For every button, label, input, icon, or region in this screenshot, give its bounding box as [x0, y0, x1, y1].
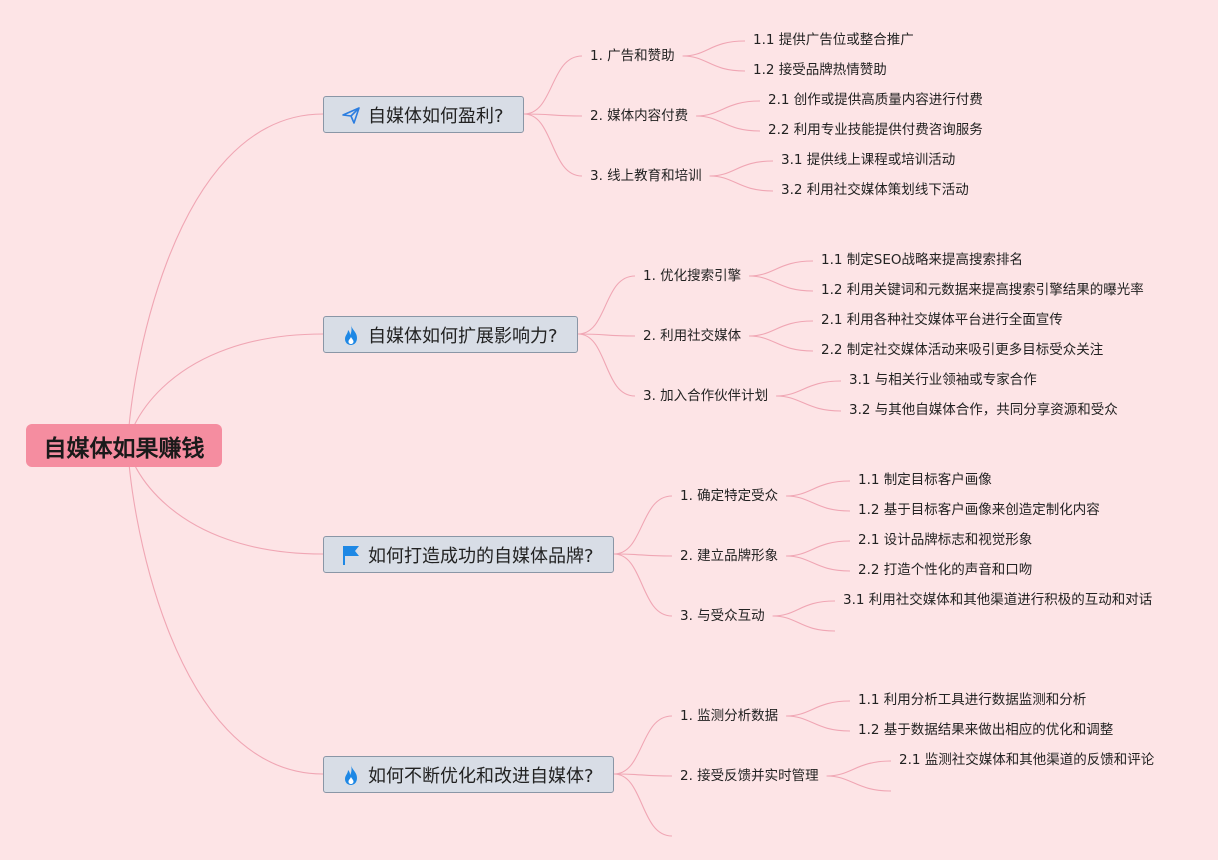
connector-line	[826, 760, 892, 777]
leaf-topic[interactable]: 3.2 利用社交媒体策划线下活动	[781, 182, 969, 198]
sub-topic[interactable]: 3. 加入合作伙伴计划	[643, 388, 769, 404]
leaf-topic[interactable]: 1.2 基于目标客户画像来创造定制化内容	[858, 502, 1100, 518]
connector-line	[786, 480, 851, 497]
connector-line	[613, 553, 673, 557]
connector-line	[577, 275, 636, 335]
leaf-topic[interactable]: 2.2 制定社交媒体活动来吸引更多目标受众关注	[821, 342, 1104, 358]
sub-topic[interactable]: 1. 确定特定受众	[680, 488, 779, 504]
connector-line	[749, 260, 814, 277]
sub-topic[interactable]: 1. 广告和赞助	[590, 48, 675, 64]
connector-line	[613, 715, 673, 775]
connector-line	[709, 160, 774, 177]
root-label: 自媒体如果赚钱	[43, 435, 205, 462]
connector-line	[776, 380, 842, 397]
connector-line	[786, 555, 851, 572]
leaf-topic[interactable]: 2.1 设计品牌标志和视觉形象	[858, 532, 1033, 548]
connector-line	[749, 320, 814, 337]
connector-line	[682, 55, 746, 72]
connector-line	[613, 773, 673, 837]
connector-line	[127, 113, 324, 446]
root-node[interactable]: 自媒体如果赚钱	[26, 424, 222, 467]
connector-line	[786, 540, 851, 557]
branch-node[interactable]: 如何打造成功的自媒体品牌?	[323, 536, 614, 573]
connector-line	[523, 55, 583, 115]
connector-line	[523, 113, 583, 177]
leaf-topic[interactable]: 1.2 接受品牌热情赞助	[753, 62, 887, 78]
flag-icon	[340, 544, 362, 566]
leaf-topic[interactable]: 2.1 监测社交媒体和其他渠道的反馈和评论	[899, 752, 1155, 768]
connector-line	[772, 615, 836, 632]
connector-line	[613, 495, 673, 555]
leaf-topic[interactable]: 3.1 与相关行业领袖或专家合作	[849, 372, 1037, 388]
branch-node[interactable]: 自媒体如何盈利?	[323, 96, 524, 133]
sub-topic[interactable]: 3. 线上教育和培训	[590, 168, 702, 184]
leaf-topic[interactable]: 1.1 制定目标客户画像	[858, 472, 992, 488]
sub-topic[interactable]: 2. 媒体内容付费	[590, 108, 689, 124]
sub-topic[interactable]: 1. 监测分析数据	[680, 708, 779, 724]
branch-label: 自媒体如何扩展影响力?	[368, 325, 558, 347]
leaf-topic[interactable]: 3.1 提供线上课程或培训活动	[781, 152, 956, 168]
leaf-topic[interactable]: 1.2 利用关键词和元数据来提高搜索引擎结果的曝光率	[821, 282, 1144, 298]
connector-line	[786, 715, 851, 732]
branch-label: 如何不断优化和改进自媒体?	[368, 765, 594, 787]
connector-line	[577, 333, 636, 337]
fire-icon	[340, 764, 362, 786]
sub-topic[interactable]: 2. 建立品牌形象	[680, 548, 779, 564]
leaf-topic[interactable]: 1.1 制定SEO战略来提高搜索排名	[821, 252, 1023, 268]
connector-line	[772, 600, 836, 617]
connector-line	[749, 275, 814, 292]
connector-line	[749, 335, 814, 352]
connector-line	[523, 113, 583, 117]
sub-topic[interactable]: 2. 接受反馈并实时管理	[680, 768, 819, 784]
leaf-topic[interactable]: 1.1 利用分析工具进行数据监测和分析	[858, 692, 1087, 708]
connector-line	[613, 553, 673, 617]
connector-line	[682, 40, 746, 57]
sub-topic[interactable]: 1. 优化搜索引擎	[643, 268, 742, 284]
leaf-topic[interactable]: 1.1 提供广告位或整合推广	[753, 32, 914, 48]
leaf-topic[interactable]: 2.2 利用专业技能提供付费咨询服务	[768, 122, 983, 138]
branch-label: 如何打造成功的自媒体品牌?	[368, 545, 594, 567]
connector-line	[786, 700, 851, 717]
connector-line	[786, 495, 851, 512]
branch-node[interactable]: 自媒体如何扩展影响力?	[323, 316, 578, 353]
leaf-topic[interactable]: 3.2 与其他自媒体合作，共同分享资源和受众	[849, 402, 1118, 418]
connector-line	[127, 444, 324, 775]
connector-line	[696, 115, 761, 132]
connector-line	[577, 333, 636, 397]
leaf-topic[interactable]: 1.2 基于数据结果来做出相应的优化和调整	[858, 722, 1114, 738]
connector-line	[776, 395, 842, 412]
sub-topic[interactable]: 3. 与受众互动	[680, 608, 765, 624]
branch-label: 自媒体如何盈利?	[368, 105, 504, 127]
connector-line	[613, 773, 673, 777]
connector-line	[826, 775, 892, 792]
leaf-topic[interactable]: 2.2 打造个性化的声音和口吻	[858, 562, 1033, 578]
sub-topic[interactable]: 2. 利用社交媒体	[643, 328, 742, 344]
fire-icon	[340, 324, 362, 346]
leaf-topic[interactable]: 2.1 利用各种社交媒体平台进行全面宣传	[821, 312, 1063, 328]
leaf-topic[interactable]: 3.1 利用社交媒体和其他渠道进行积极的互动和对话	[843, 592, 1153, 608]
connector-line	[709, 175, 774, 192]
paper-plane-icon	[340, 104, 362, 126]
connector-line	[696, 100, 761, 117]
branch-node[interactable]: 如何不断优化和改进自媒体?	[323, 756, 614, 793]
leaf-topic[interactable]: 2.1 创作或提供高质量内容进行付费	[768, 92, 983, 108]
